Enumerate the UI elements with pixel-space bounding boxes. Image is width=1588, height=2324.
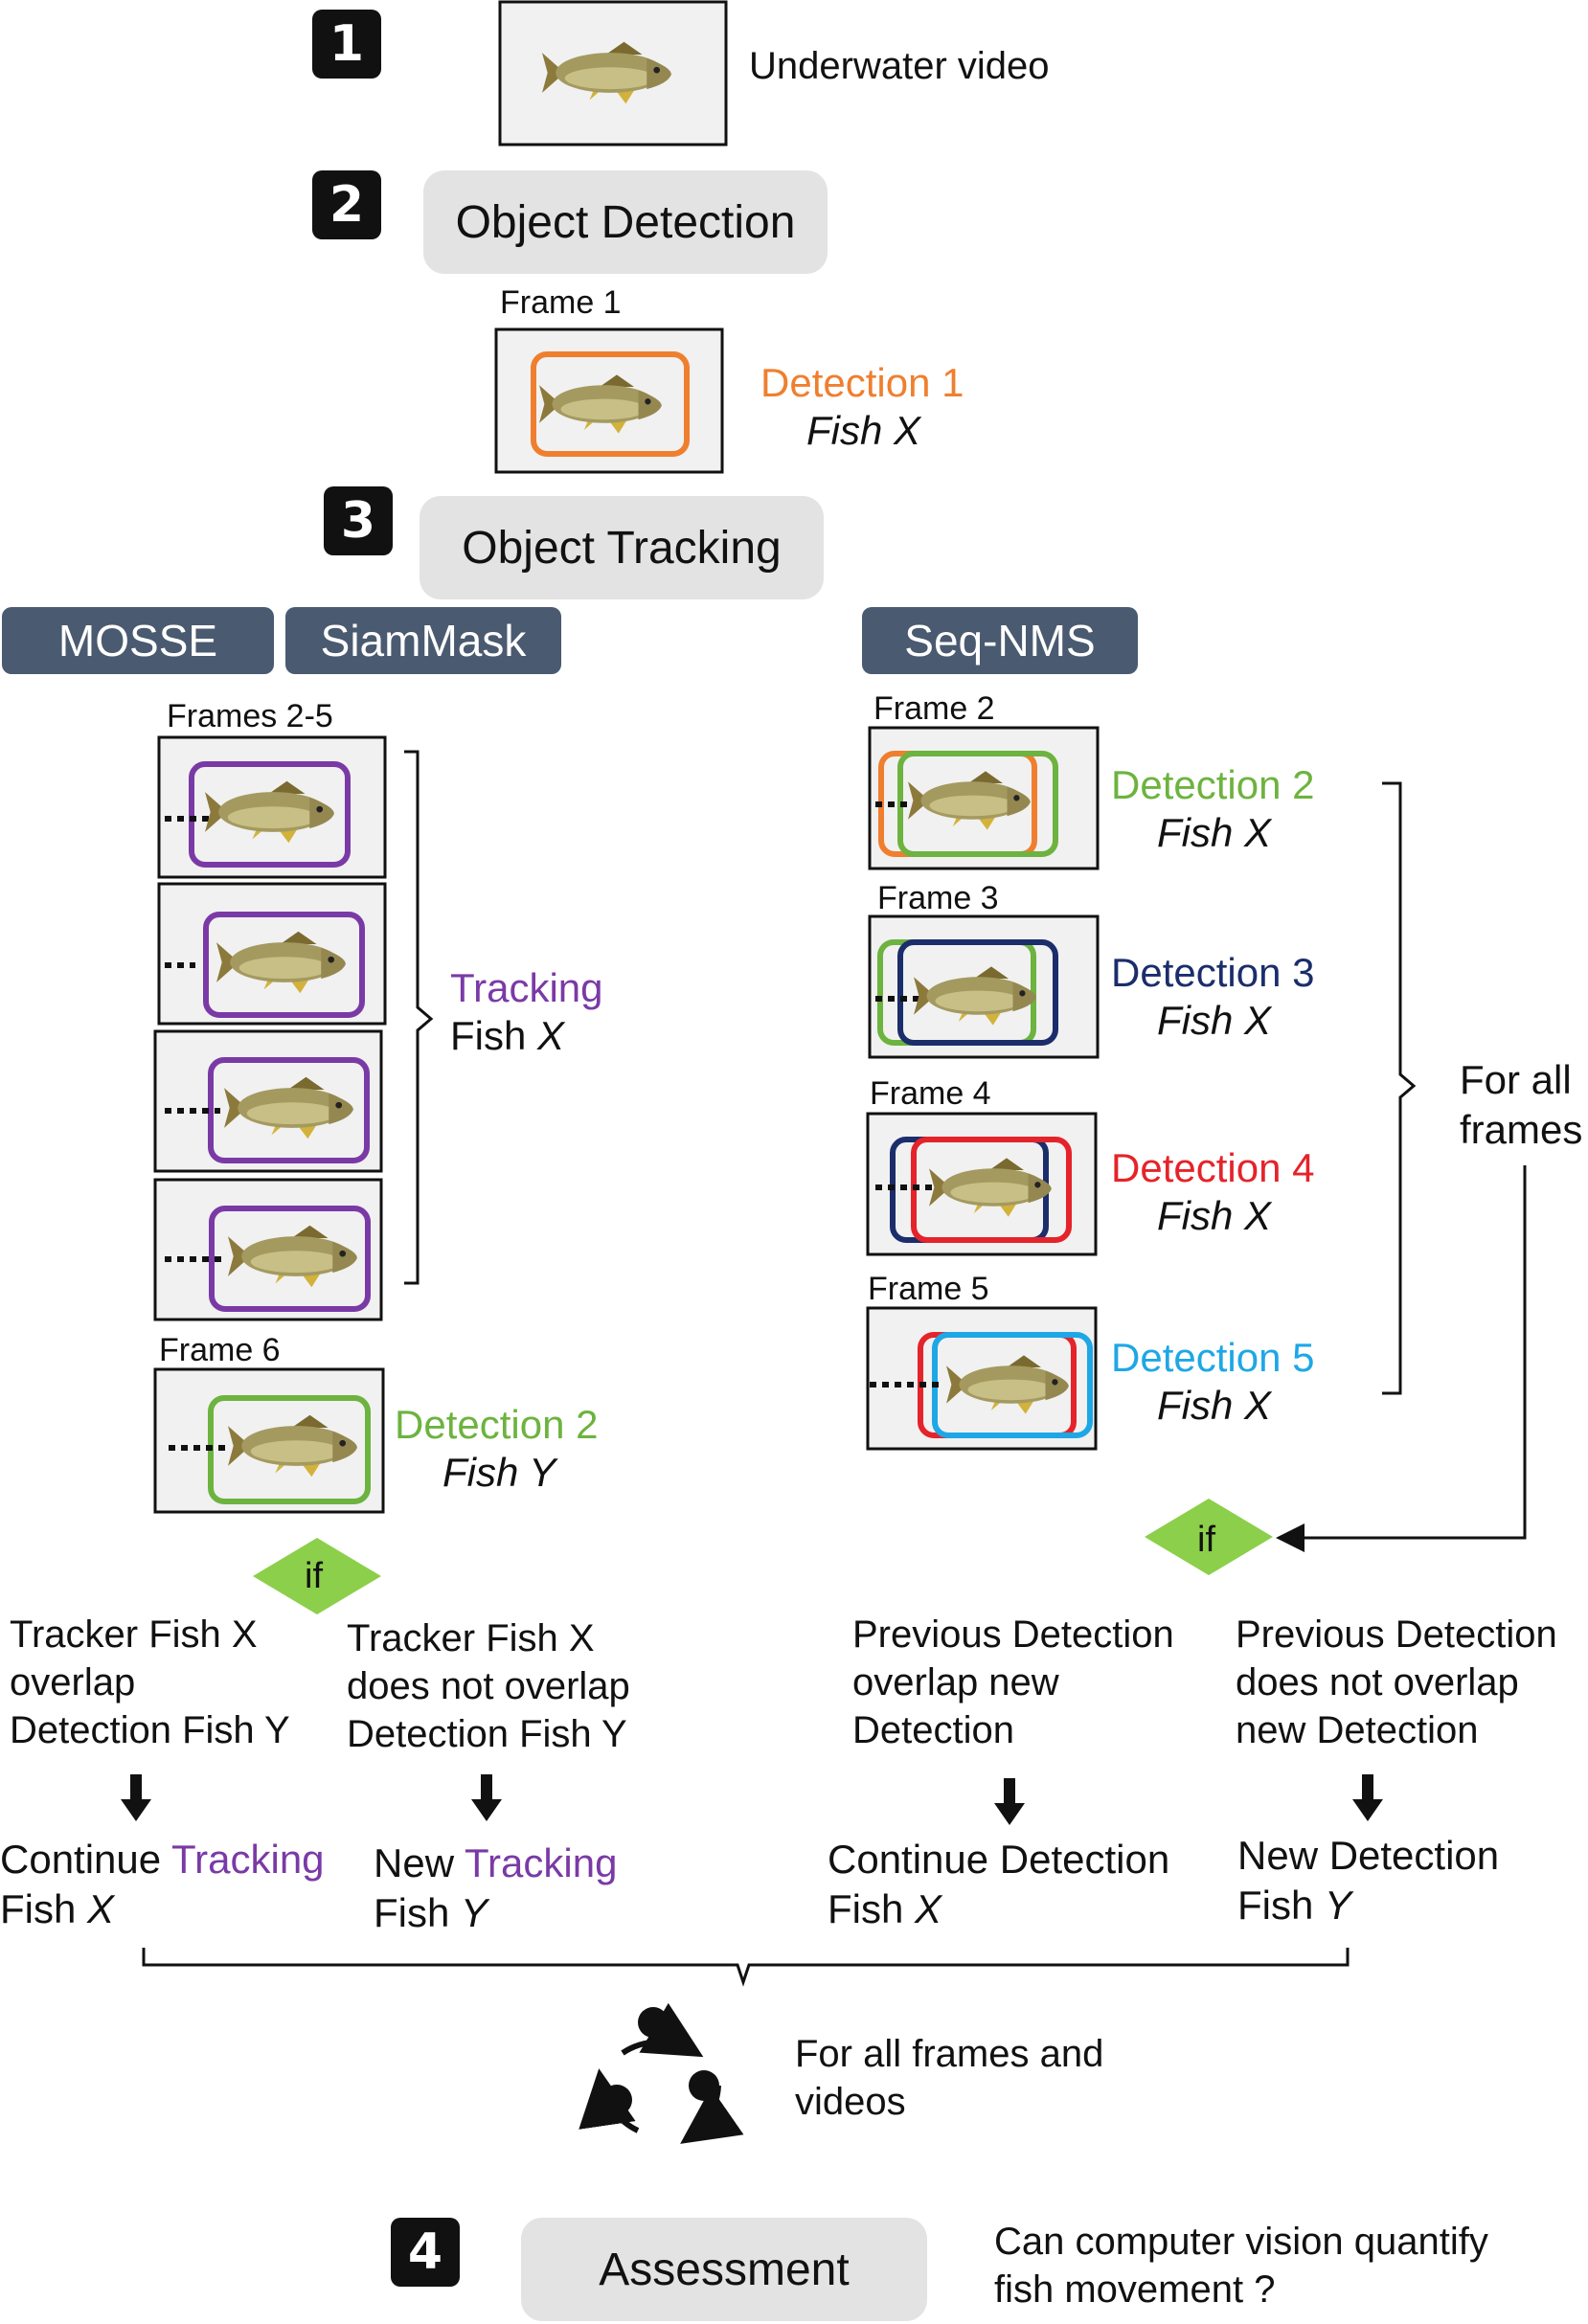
detection-5-label: Detection 5 [1111, 1335, 1315, 1380]
detection-2-fish: Fish X [1157, 810, 1272, 855]
down-arrows [121, 1774, 1383, 1825]
for-all-frames-arrow [1276, 1165, 1527, 1552]
detection-2-label: Detection 2 [1111, 762, 1315, 807]
detection-1-label: Detection 1 [760, 360, 964, 405]
left-if-label: if [305, 1556, 323, 1596]
right-frame-5-label: Frame 5 [868, 1271, 989, 1307]
tracking-frames [153, 735, 434, 1321]
right-condition-overlap: Previous Detection overlap new Detection [852, 1613, 1174, 1751]
right-if-label: if [1197, 1520, 1215, 1560]
object-detection-pill: Object Detection [423, 170, 828, 274]
detection-1-fish: Fish X [806, 408, 921, 453]
detection-3-label: Detection 3 [1111, 950, 1315, 995]
right-if-diamond [1145, 1499, 1273, 1575]
assessment-question: Can computer vision quantify fish moveme… [994, 2221, 1488, 2311]
step-1-badge: 1 [312, 10, 381, 79]
frame-6-label: Frame 6 [159, 1332, 281, 1368]
right-frame-4-label: Frame 4 [870, 1075, 991, 1112]
detection-3-fish: Fish X [1157, 998, 1272, 1043]
left-condition-no-overlap: Tracker Fish X does not overlap Detectio… [347, 1617, 630, 1755]
left-condition-overlap: Tracker Fish X overlap Detection Fish Y [10, 1613, 290, 1751]
detection-5-fish: Fish X [1157, 1383, 1272, 1428]
frame-1-label: Frame 1 [500, 284, 622, 321]
step-3-badge: 3 [324, 486, 393, 555]
detection-4-fish: Fish X [1157, 1193, 1272, 1238]
continue-detection-output: Continue Detection Fish X [828, 1837, 1170, 1931]
method-siammask-tag: SiamMask [285, 607, 561, 674]
new-tracking-output: New Tracking Fish Y [374, 1840, 618, 1935]
assessment-pill: Assessment [521, 2218, 927, 2321]
left-if-diamond [253, 1538, 381, 1614]
frame-6-fish-label: Fish Y [442, 1450, 556, 1495]
step-2-badge: 2 [312, 170, 381, 239]
object-tracking-pill: Object Tracking [420, 496, 824, 599]
loop-label: For all frames and videos [795, 2033, 1104, 2123]
detection-4-label: Detection 4 [1111, 1145, 1315, 1190]
detection-1-box [531, 351, 690, 457]
frames-2-5-label: Frames 2-5 [167, 698, 333, 734]
right-frame-3-label: Frame 3 [877, 880, 999, 916]
seqnms-frames [866, 726, 1417, 1451]
loop-icon [578, 2002, 744, 2144]
method-seqnms-tag: Seq-NMS [862, 607, 1138, 674]
tracking-label: Tracking [450, 965, 603, 1010]
method-mosse-tag: MOSSE [2, 607, 274, 674]
continue-tracking-output: Continue Tracking Fish X [0, 1837, 325, 1931]
right-condition-no-overlap: Previous Detection does not overlap new … [1236, 1613, 1557, 1751]
underwater-video-label: Underwater video [749, 45, 1050, 87]
bottom-bracket [142, 1948, 1350, 1987]
frame-6-detection-label: Detection 2 [395, 1402, 599, 1447]
for-all-frames-label: For all frames [1460, 1057, 1583, 1152]
tracking-fish-label: Fish X [450, 1013, 565, 1058]
new-detection-output: New Detection Fish Y [1237, 1833, 1500, 1928]
step-4-badge: 4 [391, 2218, 460, 2287]
right-frame-2-label: Frame 2 [873, 690, 995, 727]
